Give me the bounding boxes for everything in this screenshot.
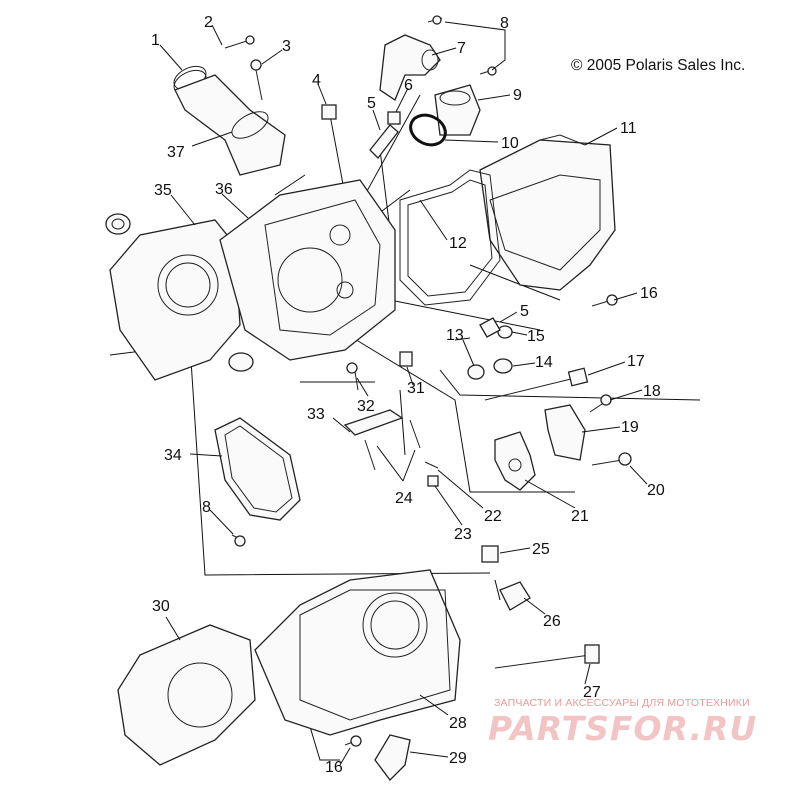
sleeve-part-31 (399, 351, 413, 367)
plug-part-23 (427, 475, 439, 487)
callout-36: 36 (215, 181, 233, 198)
bolt-part-16a (591, 294, 618, 307)
dowel-part-4 (321, 104, 337, 120)
clip-part-22 (424, 461, 439, 469)
callout-8-lower: 8 (202, 499, 211, 516)
water-elbow-part (379, 34, 441, 101)
bolt-part-3 (250, 59, 263, 101)
plate-part-33 (343, 409, 404, 436)
callout-17: 17 (627, 353, 645, 370)
stud-part-24b (409, 419, 421, 449)
callout-3: 3 (282, 38, 291, 55)
callout-34: 34 (164, 447, 182, 464)
bolt-part-16b (344, 735, 362, 747)
callout-14: 14 (535, 354, 553, 371)
bolt-part-2 (224, 35, 255, 49)
callout-18: 18 (643, 383, 661, 400)
callout-22: 22 (484, 508, 502, 525)
callout-8: 8 (500, 15, 509, 32)
callout-35: 35 (154, 182, 172, 199)
callout-5: 5 (367, 95, 376, 112)
copyright-notice: © 2005 Polaris Sales Inc. (571, 57, 746, 74)
callout-16: 16 (640, 285, 658, 302)
sleeve-part-5 (369, 124, 399, 159)
bracket-part-19 (544, 404, 586, 461)
valve-cover-part (479, 134, 616, 291)
callout-21: 21 (571, 508, 589, 525)
bolt-part-8b (231, 534, 246, 547)
washer-part-13 (467, 364, 485, 380)
callout-32: 32 (357, 398, 375, 415)
callout-37: 37 (167, 144, 185, 161)
cylinder-part-28 (254, 569, 461, 736)
callout-2: 2 (204, 14, 213, 31)
fitting-part (434, 84, 481, 136)
callout-33: 33 (307, 406, 325, 423)
stud-part-24a (364, 439, 376, 471)
callout-11: 11 (620, 120, 637, 137)
callout-23: 23 (454, 526, 472, 543)
sleeve-part-25 (481, 545, 499, 563)
callout-12: 12 (449, 235, 467, 252)
callout-20: 20 (647, 482, 665, 499)
callout-13: 13 (446, 327, 464, 344)
callout-15: 15 (527, 328, 545, 345)
callout-26: 26 (543, 613, 561, 630)
bolt-part-18 (589, 394, 612, 413)
callout-19: 19 (621, 419, 639, 436)
callout-30: 30 (152, 598, 170, 615)
callout-27: 27 (583, 684, 601, 701)
long-bolt-part-27 (494, 644, 600, 669)
cylinder-head-rear-part (109, 219, 241, 381)
callout-6: 6 (404, 77, 413, 94)
watermark-brand: PARTSFOR.RU (488, 709, 758, 748)
callout-9: 9 (513, 87, 522, 104)
callout-29: 29 (449, 750, 467, 767)
plug-part-6 (387, 111, 401, 125)
long-bolt-part-17 (484, 367, 589, 401)
callout-16-lower: 16 (325, 759, 343, 776)
intake-boot-part (174, 74, 286, 176)
callout-28: 28 (449, 715, 467, 732)
watermark-subtitle: ЗАПЧАСТИ И АКСЕССУАРЫ ДЛЯ МОТОТЕХНИКИ (494, 697, 750, 709)
nut-part-15 (497, 325, 513, 339)
washer-part-mid (228, 352, 254, 372)
o-ring-part (409, 113, 447, 147)
callout-5-lower: 5 (520, 303, 529, 320)
callout-numbers: 1 2 3 4 5 6 7 8 9 10 11 12 13 14 15 16 1… (151, 14, 665, 776)
callout-24: 24 (395, 490, 413, 507)
callout-25: 25 (532, 541, 550, 558)
callout-7: 7 (457, 40, 466, 57)
callout-10: 10 (501, 135, 519, 152)
washer-part-left (105, 213, 131, 235)
bracket-part-21 (494, 431, 536, 491)
gasket-part-34 (214, 417, 301, 521)
bolt-part-8a-top (427, 15, 443, 25)
cylinder-head-front-part (219, 179, 396, 361)
bolt-part-32 (346, 362, 359, 391)
callout-1: 1 (151, 32, 160, 49)
leader-lines (159, 21, 648, 766)
valve-cover-gasket-part (399, 169, 501, 306)
elbow-fitting-part-29 (374, 734, 411, 781)
base-gasket-part-30 (117, 624, 256, 766)
callout-4: 4 (312, 72, 321, 89)
callout-31: 31 (407, 380, 425, 397)
sleeve-part-5b (479, 317, 501, 338)
bolt-part-20 (591, 452, 632, 466)
nut-part-14 (493, 358, 513, 374)
fitting-part-26 (499, 581, 531, 611)
